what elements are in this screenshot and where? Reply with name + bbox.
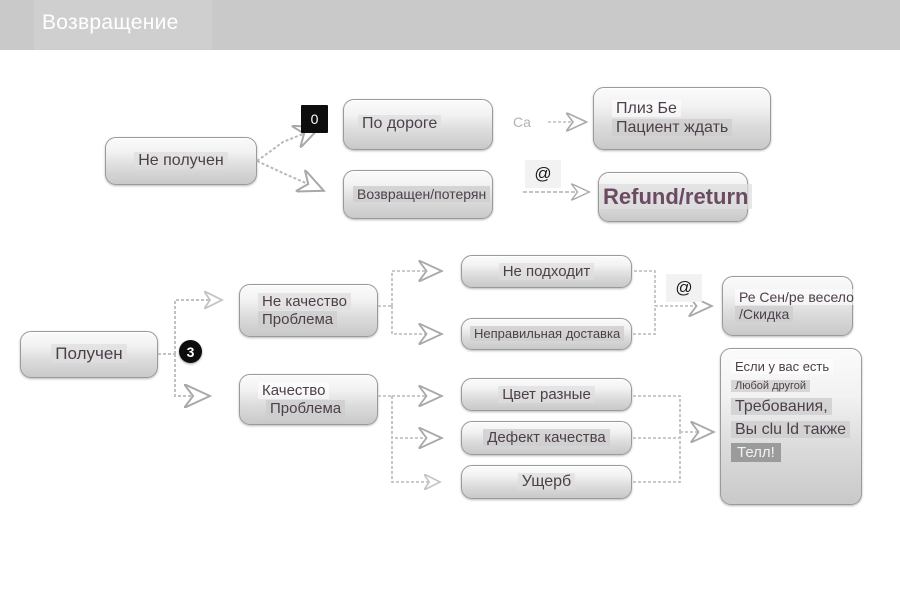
node-returned-lost[interactable]: Возвращен/потерян [343,170,493,219]
node-outcome-other-requirements[interactable]: Если у вас есть Любой другой Требования,… [720,348,862,505]
node-outcome-resend-discount-line2: /Скидка [735,306,794,322]
app-header: Возвращение [0,0,900,50]
node-reason-quality-defect-label: Дефект качества [483,429,610,447]
node-returned-lost-label: Возвращен/потерян [353,186,491,203]
node-not-received-label: Не получен [134,151,228,169]
node-group-not-quality-line2: Проблема [258,310,338,328]
node-reason-quality-defect[interactable]: Дефект качества [461,421,632,455]
node-reason-not-suitable[interactable]: Не подходит [461,255,632,288]
at-badge-group-not-quality: @ [666,274,702,302]
node-refund-return[interactable]: Refund/return [598,172,753,222]
ca-label: Ca [513,114,531,130]
node-group-quality-line2: Проблема [266,399,346,417]
header-title-highlight [34,0,212,50]
node-reason-wrong-delivery[interactable]: Неправильная доставка [461,318,632,350]
step-0-badge: 0 [301,105,328,133]
page-title: Возвращение [42,11,179,34]
at-badge-refund: @ [525,160,561,188]
node-outcome-other-requirements-line4: Вы clu ld также [731,421,851,439]
node-outcome-resend-discount[interactable]: Ре Сен/ре весело /Скидка [722,276,858,336]
node-outcome-other-requirements-line5: Телл! [731,443,781,463]
node-outcome-other-requirements-line3: Требования, [731,398,832,416]
step-3-badge: 3 [179,340,202,363]
node-on-the-way[interactable]: По дороге [343,99,493,150]
node-outcome-other-requirements-line2: Любой другой [731,380,811,393]
node-reason-color-different[interactable]: Цвет разные [461,378,632,411]
node-outcome-resend-discount-line1: Ре Сен/ре весело [735,289,858,306]
node-reason-damage[interactable]: Ущерб [461,465,632,499]
node-group-not-quality-line1: Не качество [258,292,351,310]
node-group-quality-line1: Качество [258,381,330,399]
node-reason-color-different-label: Цвет разные [498,385,595,403]
node-not-received[interactable]: Не получен [105,137,257,185]
node-please-be-patient-line1: Плиз Бе [612,99,681,117]
node-outcome-other-requirements-line1: Если у вас есть [731,359,834,374]
node-group-quality[interactable]: Качество Проблема [239,374,378,425]
node-on-the-way-label: По дороге [358,115,442,133]
node-received-label: Получен [51,344,127,364]
node-refund-return-label: Refund/return [599,184,753,210]
diagram-canvas: Не получен 0 По дороге Возвращен/потерян… [0,50,900,600]
node-reason-not-suitable-label: Не подходит [498,262,595,280]
node-reason-wrong-delivery-label: Неправильная доставка [470,326,625,342]
node-group-not-quality[interactable]: Не качество Проблема [239,284,378,337]
node-received[interactable]: Получен [20,331,158,378]
node-please-be-patient[interactable]: Плиз Бе Пациент ждать [593,87,771,150]
node-please-be-patient-line2: Пациент ждать [612,118,733,136]
node-reason-damage-label: Ущерб [517,472,576,490]
